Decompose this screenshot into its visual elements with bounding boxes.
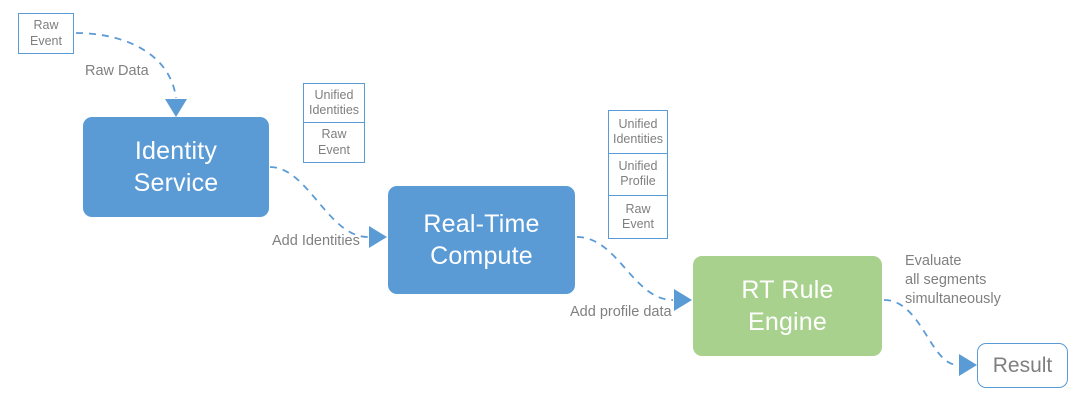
edge-path [883,299,959,366]
edge-label-add-identities: Add Identities [272,233,360,249]
edge-label-evaluate-all-segments: Evaluate all segments simultaneously [905,253,1001,307]
payload-stack-after-compute: Unified Identities Unified Profile Raw E… [608,110,668,239]
node-result[interactable]: Result [977,343,1068,388]
arrowhead-right [674,289,692,311]
stack-cell-unified-identities[interactable]: Unified Identities [608,110,668,154]
stack-cell-raw-event[interactable]: Raw Event [303,122,365,164]
stack-cell-unified-identities[interactable]: Unified Identities [303,83,365,124]
payload-stack-after-identity: Unified Identities Raw Event [303,83,365,164]
edge-label-add-profile-data: Add profile data [570,304,672,320]
arrowhead-right [369,226,387,248]
node-rt-rule-engine[interactable]: RT Rule Engine [693,256,882,356]
stack-cell-raw-event[interactable]: Raw Event [608,195,668,239]
edge-label-raw-data: Raw Data [85,63,149,79]
edge-rule-engine-to-result [883,299,977,376]
arrowhead-down [165,99,187,117]
node-identity-service[interactable]: Identity Service [83,117,269,217]
edge-realtime-compute-to-rule-engine [576,236,692,311]
edge-path [576,236,674,301]
edge-path [269,166,369,238]
stack-cell-unified-profile[interactable]: Unified Profile [608,152,668,197]
arrowhead-right [959,354,977,376]
node-raw-event-source[interactable]: Raw Event [18,13,74,54]
node-realtime-compute[interactable]: Real-Time Compute [388,186,575,294]
